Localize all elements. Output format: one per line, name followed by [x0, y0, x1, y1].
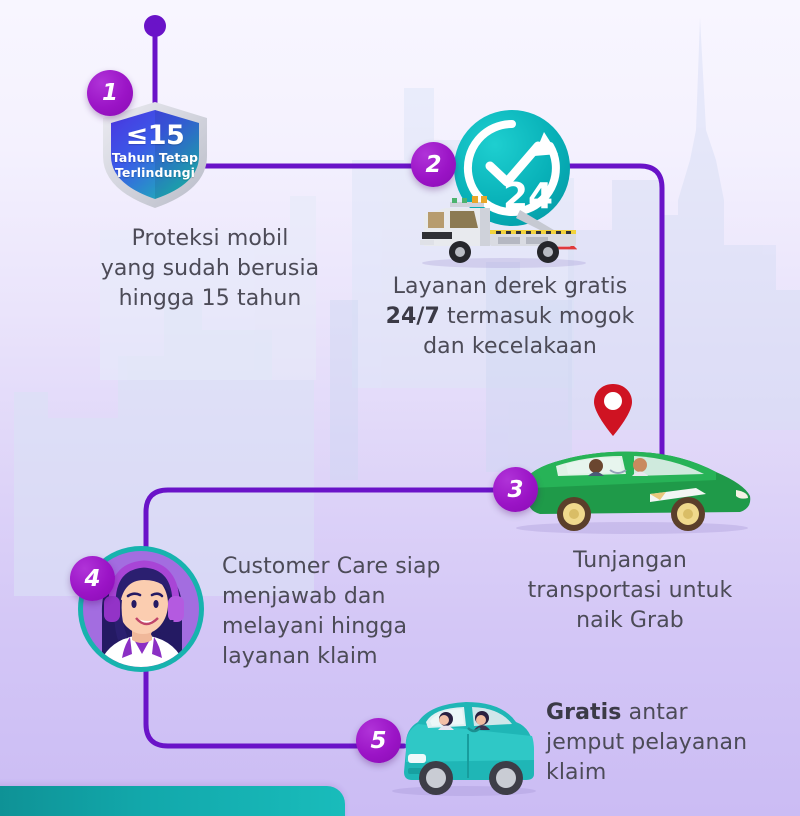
step-3-text: Tunjangan transportasi untuk naik Grab — [500, 546, 760, 636]
step-1-line-2: yang sudah berusia — [100, 256, 320, 281]
bottom-teal-panel — [0, 786, 345, 816]
step-3-green-car-icon — [516, 451, 751, 534]
step-4-line-1: Customer Care siap — [222, 554, 441, 579]
step-1-shield-icon: ≤15 Tahun Tetap Terlindungi — [95, 100, 215, 210]
step-3-location-pin-icon — [594, 384, 632, 436]
step-3-line-3: naik Grab — [576, 608, 684, 633]
step-2-line-3: dan kecelakaan — [423, 334, 597, 359]
step-5-line-2: jemput pelayanan — [546, 730, 748, 755]
step-badge-4[interactable]: 4 — [70, 556, 115, 601]
step-2-line-2: 24/7 termasuk mogok — [350, 302, 670, 332]
step-2-line-1: Layanan derek gratis — [392, 274, 628, 299]
step-1-line-1: Proteksi mobil — [131, 226, 289, 251]
step-5-line-1: Gratis antar — [546, 698, 796, 728]
step-4-text: Customer Care siap menjawab dan melayani… — [222, 552, 512, 672]
step-5-text: Gratis antar jemput pelayanan klaim — [546, 698, 796, 788]
step-5-line-1-rest: antar — [621, 700, 688, 725]
step-4-line-2: menjawab dan — [222, 584, 386, 609]
step-1-line-3: hingga 15 tahun — [118, 286, 302, 311]
step-badge-3[interactable]: 3 — [493, 467, 538, 512]
step-5-line-3: klaim — [546, 760, 607, 785]
step-1-text: Proteksi mobil yang sudah berusia hingga… — [60, 224, 360, 314]
connector-line-segment-2 — [117, 163, 665, 473]
step-3-line-1: Tunjangan — [573, 548, 687, 573]
step-5-teal-car-icon — [392, 702, 536, 796]
clock-hours-label: 24 — [503, 176, 553, 217]
step-badge-5[interactable]: 5 — [356, 718, 401, 763]
step-badge-1[interactable]: 1 — [87, 70, 133, 116]
step-badge-2[interactable]: 2 — [411, 142, 456, 187]
step-2-bold: 24/7 — [385, 304, 440, 329]
step-4-line-4: layanan klaim — [222, 644, 378, 669]
step-2-line-2-rest: termasuk mogok — [439, 304, 635, 329]
step-3-line-2: transportasi untuk — [527, 578, 733, 603]
step-2-text: Layanan derek gratis 24/7 termasuk mogok… — [350, 272, 670, 362]
step-5-bold: Gratis — [546, 700, 622, 725]
step-2-tow-truck-icon — [420, 196, 586, 268]
step-4-line-3: melayani hingga — [222, 614, 408, 639]
